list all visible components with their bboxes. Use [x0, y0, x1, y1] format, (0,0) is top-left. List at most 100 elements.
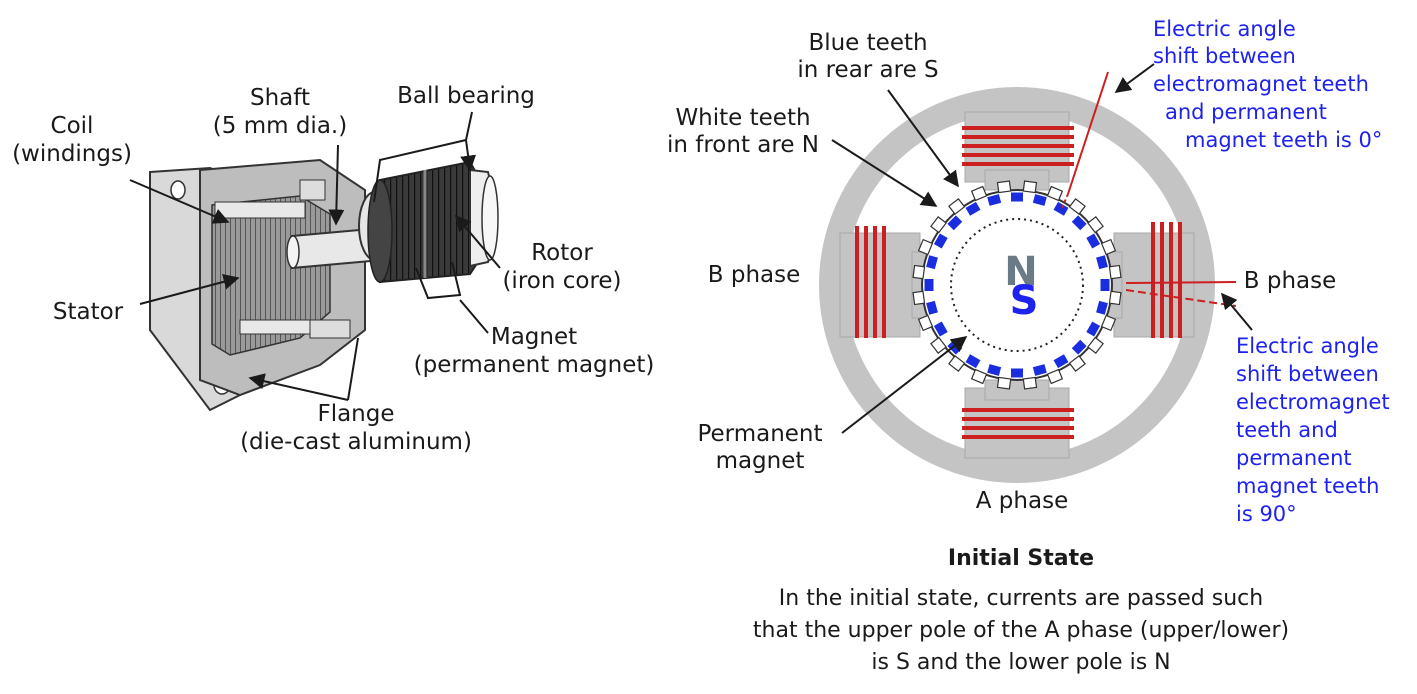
caption-line-3: is S and the lower pole is N — [871, 650, 1170, 675]
white-tooth — [930, 336, 947, 354]
blue-tooth — [987, 364, 1002, 376]
angle90-line-5: permanent — [1236, 446, 1352, 470]
rotor-label-2: (iron core) — [502, 268, 621, 294]
white-teeth-label-2: in front are N — [667, 132, 819, 158]
angle90-line-3: electromagnet — [1236, 390, 1390, 414]
blue-tooth — [987, 194, 1002, 206]
coil-left — [855, 226, 886, 338]
motor-labels: Coil (windings) Shaft (5 mm dia.) Ball b… — [12, 83, 654, 455]
pole-n-letter: N — [1004, 249, 1037, 295]
blue-tooth — [933, 321, 948, 337]
angle0-line-2: shift between — [1153, 44, 1296, 68]
shaft-label-1: Shaft — [250, 85, 310, 111]
blue-tooth — [1032, 364, 1047, 376]
white-teeth-label-1: White teeth — [675, 105, 810, 131]
ball-bearing-label: Ball bearing — [397, 83, 535, 109]
motor-leader-lines — [129, 111, 501, 401]
rotor-body — [921, 189, 1113, 381]
blue-teeth-label-2: in rear are S — [797, 57, 938, 83]
white-tooth — [970, 185, 988, 202]
white-tooth — [1108, 264, 1122, 280]
white-tooth — [1046, 185, 1064, 202]
angle90-line-2: shift between — [1236, 362, 1379, 386]
white-tooth — [948, 355, 966, 372]
white-tooth — [996, 376, 1012, 390]
white-tooth — [1087, 216, 1104, 234]
blue-tooth — [965, 201, 981, 216]
flange-label-1: Flange — [317, 401, 394, 427]
blue-tooth — [965, 354, 981, 369]
blue-tooth — [1071, 339, 1087, 355]
motor-cutaway-illustration — [149, 158, 499, 412]
white-tooth — [1087, 336, 1104, 354]
coil-bottom — [962, 408, 1074, 439]
white-tooth — [1108, 290, 1122, 306]
angle0-line-1: Electric angle — [1153, 17, 1296, 41]
blue-tooth — [926, 300, 938, 315]
blue-tooth — [1096, 255, 1108, 270]
white-tooth — [970, 368, 988, 385]
permanent-magnet-outline — [950, 218, 1084, 352]
coil-top — [962, 126, 1074, 166]
pole-s-letter: S — [1010, 278, 1039, 324]
stator-ring — [819, 87, 1215, 483]
angle0-line-4: and permanent — [1165, 100, 1327, 124]
magnet-label-1: Magnet — [491, 324, 577, 350]
white-tooth — [912, 290, 926, 306]
caption-title: Initial State — [948, 546, 1094, 571]
blue-tooth — [1011, 192, 1023, 202]
permanent-magnet-label-2: magnet — [716, 448, 805, 474]
caption: Initial State In the initial state, curr… — [753, 546, 1289, 675]
angle-annotation-0deg: Electric angle shift between electromagn… — [1153, 17, 1382, 152]
blue-tooth — [947, 215, 963, 231]
blue-tooth — [926, 255, 938, 270]
coil-right — [1151, 222, 1182, 338]
a-phase-label: A phase — [976, 488, 1068, 514]
shaft-label-2: (5 mm dia.) — [213, 113, 347, 139]
blue-teeth-label-1: Blue teeth — [808, 30, 927, 56]
rotor-label-1: Rotor — [531, 240, 593, 266]
angle-annotation-90deg: Electric angle shift between electromagn… — [1236, 334, 1390, 526]
stator-label: Stator — [53, 299, 124, 325]
blue-tooth — [1053, 201, 1069, 216]
angle90-line-1: Electric angle — [1236, 334, 1379, 358]
permanent-magnet-label-1: Permanent — [697, 421, 822, 447]
blue-tooth — [1096, 300, 1108, 315]
blue-tooth — [1086, 233, 1101, 249]
white-tooth — [1100, 314, 1117, 332]
caption-line-2: that the upper pole of the A phase (uppe… — [753, 618, 1289, 643]
blue-tooth — [1100, 279, 1110, 291]
blue-tooth — [1071, 215, 1087, 231]
stepper-cross-section: N S — [819, 87, 1215, 483]
white-tooth — [996, 180, 1012, 194]
angle-reference-lines — [1061, 71, 1237, 307]
diagram-leader-lines — [831, 63, 1253, 434]
angle90-line-7: is 90° — [1236, 502, 1297, 526]
white-tooth — [948, 198, 966, 215]
blue-tooth — [933, 233, 948, 249]
coil-label-1: Coil — [51, 113, 94, 139]
white-tooth — [1022, 376, 1038, 390]
white-tooth — [930, 216, 947, 234]
white-tooth — [912, 264, 926, 280]
blue-tooth — [1053, 354, 1069, 369]
blue-tooth — [1032, 194, 1047, 206]
angle90-line-6: magnet teeth — [1236, 474, 1379, 498]
b-phase-right-label: B phase — [1244, 268, 1337, 294]
white-tooth — [1068, 355, 1086, 372]
rotor-shape — [379, 160, 479, 284]
angle90-line-4: teeth and — [1236, 418, 1338, 442]
white-tooth — [1100, 238, 1117, 256]
caption-line-1: In the initial state, currents are passe… — [779, 586, 1263, 611]
blue-tooth — [924, 279, 934, 291]
blue-tooth — [1011, 368, 1023, 378]
white-tooth — [1046, 368, 1064, 385]
coil-label-2: (windings) — [12, 141, 132, 167]
magnet-label-2: (permanent magnet) — [414, 352, 655, 378]
b-phase-left-label: B phase — [708, 262, 801, 288]
diagram-labels: Blue teeth in rear are S White teeth in … — [667, 30, 1336, 514]
flange-label-2: (die-cast aluminum) — [240, 429, 472, 455]
white-tooth — [1022, 180, 1038, 194]
angle0-line-5: magnet teeth is 0° — [1185, 128, 1382, 152]
